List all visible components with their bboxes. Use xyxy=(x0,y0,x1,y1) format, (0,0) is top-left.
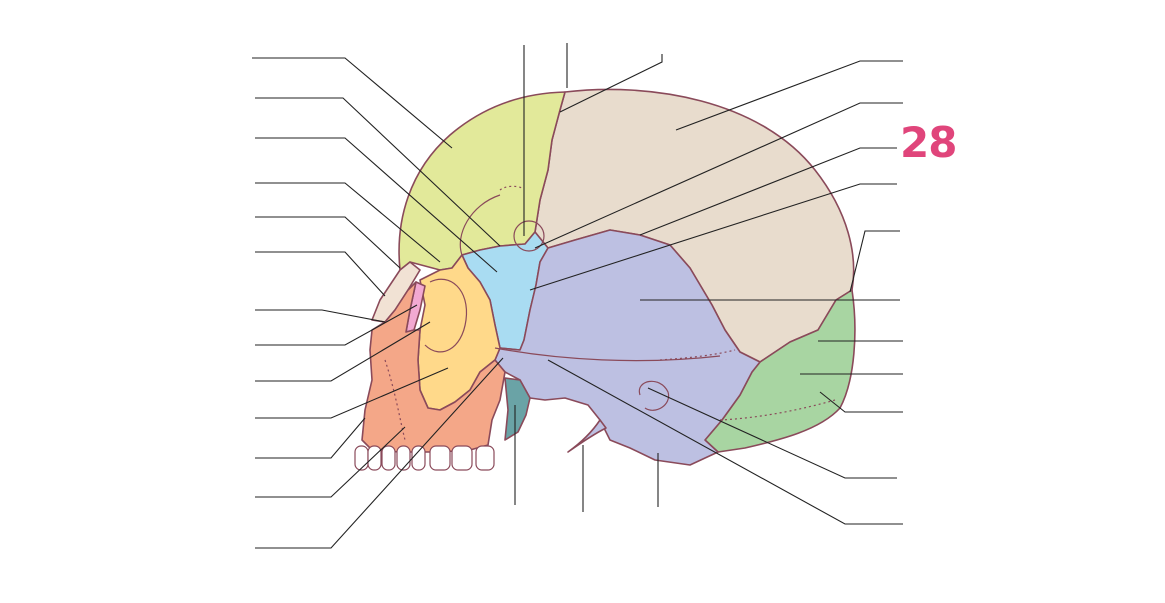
tooth xyxy=(381,445,396,471)
label-leader-line xyxy=(675,60,903,131)
label-leader-line xyxy=(255,357,504,549)
zygomatic-arch-line xyxy=(494,347,721,362)
label-leader-line xyxy=(255,97,501,247)
teeth-row xyxy=(354,445,495,471)
tooth xyxy=(429,445,451,471)
tooth xyxy=(367,445,382,471)
orbit-outline xyxy=(424,278,468,353)
label-leader-line xyxy=(534,102,903,249)
label-leader-line xyxy=(547,359,903,525)
label-leader-line xyxy=(819,391,903,413)
ear-canal-outline xyxy=(638,380,670,411)
label-leader-line xyxy=(849,230,900,293)
label-leader-line xyxy=(255,417,366,459)
label-leader-line xyxy=(255,216,401,269)
label-leader-line xyxy=(255,367,449,419)
label-leader-line xyxy=(647,387,897,479)
label-leader-line xyxy=(255,426,406,498)
label-leader-line xyxy=(255,251,386,297)
label-leader-line xyxy=(255,309,386,323)
tooth xyxy=(451,445,473,471)
label-leader-line xyxy=(529,183,897,291)
temporal-line-dotted xyxy=(659,349,736,361)
label-leader-line xyxy=(255,137,498,273)
label-leader-line xyxy=(255,304,418,346)
label-leader-line xyxy=(559,54,663,113)
label-leader-line xyxy=(252,57,453,149)
label-leader-line xyxy=(639,147,897,236)
mandible-bone xyxy=(504,377,531,441)
tooth xyxy=(411,445,426,471)
styloid-process xyxy=(567,419,607,453)
occipital-line-dotted xyxy=(719,399,836,421)
temporal-bone xyxy=(494,229,761,466)
label-leader-line xyxy=(255,321,431,382)
maxilla-dotted xyxy=(384,359,406,441)
tooth xyxy=(396,445,411,471)
frontal-dotted xyxy=(499,185,523,191)
tooth xyxy=(354,445,369,471)
squamosal-arc xyxy=(459,194,501,256)
leader-lines xyxy=(252,43,903,549)
label-leader-line xyxy=(255,182,441,263)
pterion-circle xyxy=(513,220,545,252)
tooth xyxy=(475,445,495,471)
figure-number-badge: 28 xyxy=(900,118,957,167)
